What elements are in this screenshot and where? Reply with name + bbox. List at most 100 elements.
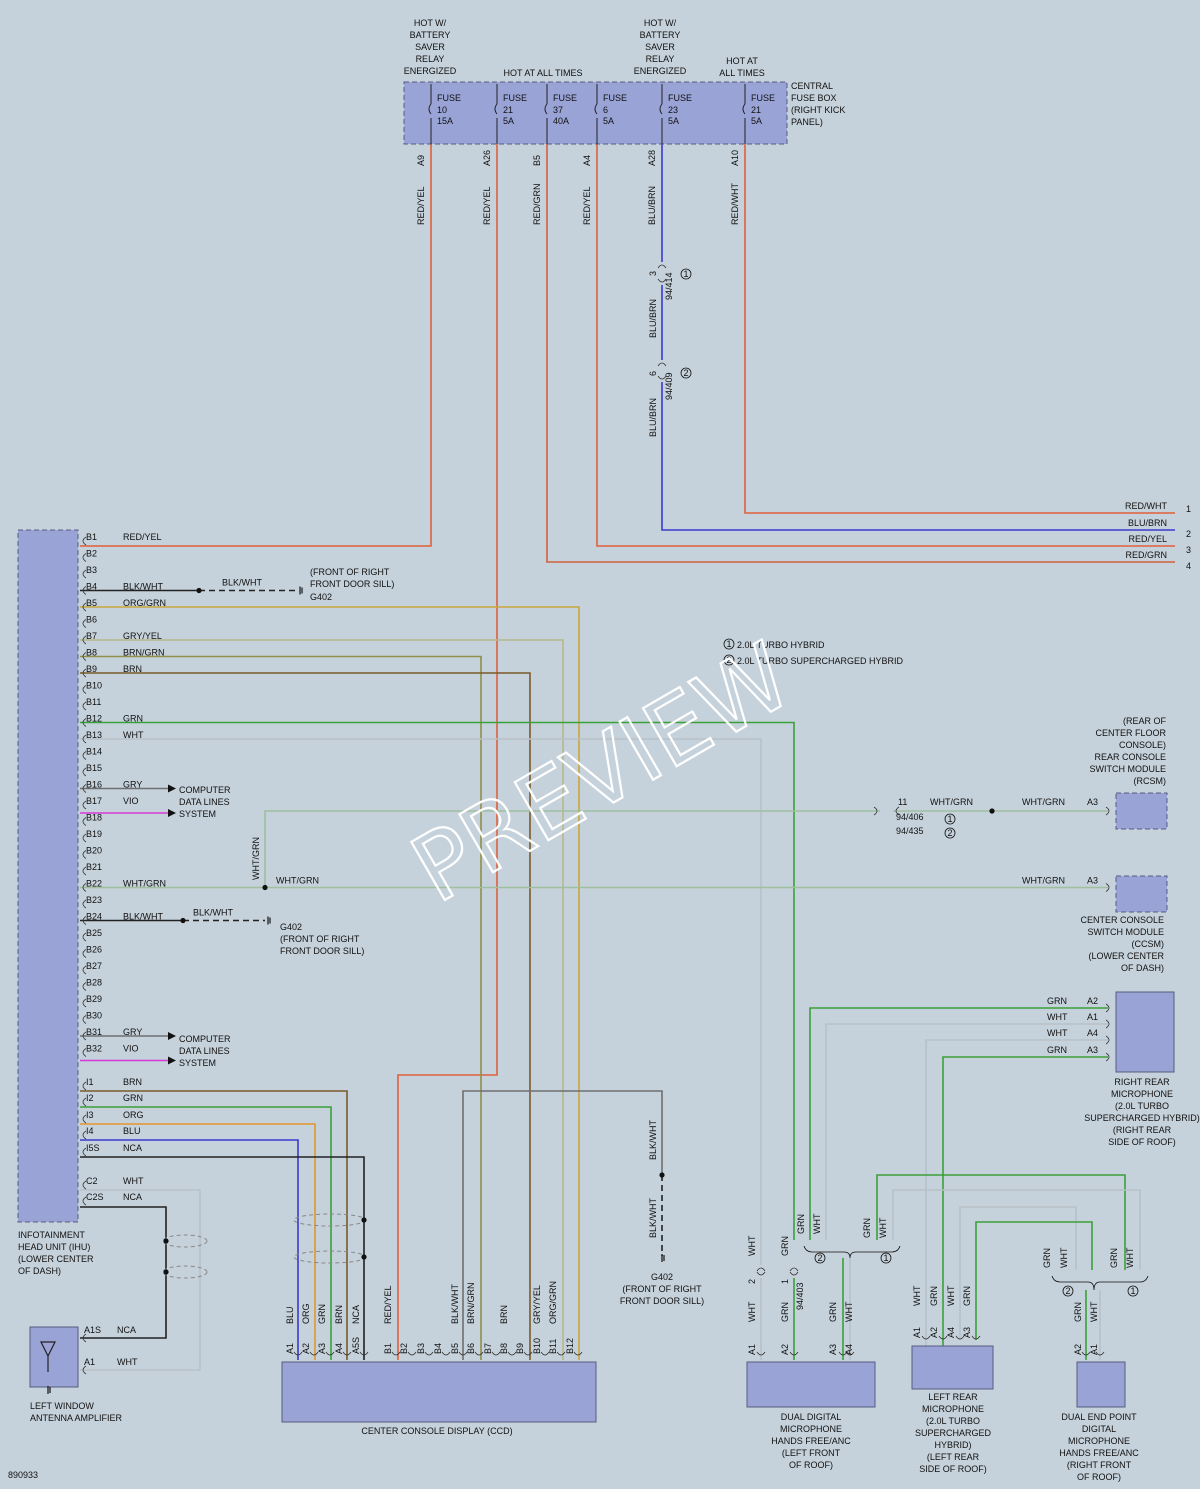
ground-name: G402 bbox=[310, 592, 332, 602]
wire-grn-rr-a3 bbox=[942, 1056, 1108, 1360]
ihu-pin-number: B9 bbox=[86, 664, 97, 674]
ihu-pin bbox=[82, 1081, 87, 1091]
ihu-pin-number: B3 bbox=[86, 565, 97, 575]
ihu-pin-number: B20 bbox=[86, 846, 102, 856]
wire-color-label: GRN bbox=[796, 1214, 806, 1234]
ihu-pin bbox=[82, 685, 87, 694]
ihu-pin-number: C2 bbox=[86, 1176, 98, 1186]
ihu-pin-number: B22 bbox=[86, 879, 102, 889]
fuse-name: FUSE bbox=[603, 93, 627, 103]
ccd-pin-number: A1 bbox=[285, 1343, 295, 1354]
lr-mic-pin bbox=[955, 1335, 965, 1340]
ihu-pin-wire: GRY bbox=[123, 1027, 142, 1037]
option-marker: 2 bbox=[683, 368, 688, 378]
ddm-pin-wire: WHT bbox=[844, 1301, 854, 1322]
ccd-pin-number: A3 bbox=[317, 1343, 327, 1354]
splice-wire-label: WHT/GRN bbox=[276, 876, 319, 886]
ihu-pin-wire: NCA bbox=[123, 1192, 142, 1202]
ihu-pin bbox=[82, 1048, 87, 1057]
inline-connector-pin bbox=[657, 278, 667, 283]
ihu-pin bbox=[82, 718, 87, 727]
fuse-number: 10 bbox=[437, 105, 447, 115]
dual-end-point-microphone bbox=[1076, 1361, 1126, 1408]
ihu-pin bbox=[82, 536, 87, 546]
ihu-pin-number: B30 bbox=[86, 1011, 102, 1021]
ihu-pin-number: B10 bbox=[86, 681, 102, 691]
left-window-antenna-amplifier bbox=[29, 1326, 79, 1388]
ihu-pin bbox=[82, 1196, 87, 1206]
ccd-pin-wire: ORG/GRN bbox=[548, 1281, 558, 1324]
inline-connector-id: 94/435 bbox=[896, 826, 924, 836]
ihu-pin-number: B19 bbox=[86, 829, 102, 839]
antenna-icon bbox=[40, 1341, 56, 1372]
ccd-pin-number: B5 bbox=[450, 1343, 460, 1354]
ihu-pin-wire: WHT bbox=[123, 1176, 144, 1186]
ccd-pin-number: B7 bbox=[483, 1343, 493, 1354]
ihu-pin-number: B13 bbox=[86, 730, 102, 740]
shield-dot bbox=[163, 1269, 169, 1275]
option-marker-circle bbox=[814, 1252, 826, 1264]
inline-connector-pin bbox=[789, 1271, 799, 1276]
inline-connector-pin bbox=[756, 1271, 766, 1276]
rcsm-pin bbox=[1105, 806, 1110, 816]
wire-wht-grn-splice bbox=[264, 810, 880, 888]
ihu-pin-number: B14 bbox=[86, 747, 102, 757]
wire-blu-brn-out2 bbox=[661, 382, 1175, 531]
rr-mic-pin bbox=[1105, 1035, 1110, 1045]
ihu-pin-wire: ORG bbox=[123, 1110, 144, 1120]
ccd-pin-number: B10 bbox=[532, 1338, 542, 1354]
ccd-pin-wire: BRN bbox=[499, 1305, 509, 1324]
ihu-pin-wire: RED/YEL bbox=[123, 532, 162, 542]
ihu-pin bbox=[82, 1097, 87, 1107]
shield-icon bbox=[162, 1234, 208, 1248]
option-marker-circle bbox=[723, 654, 735, 666]
output-wire-color: RED/GRN bbox=[1125, 550, 1167, 560]
ihu-pin bbox=[82, 734, 87, 744]
ccd-pin-wire: NCA bbox=[351, 1305, 361, 1324]
wire-color-label: GRN bbox=[862, 1218, 872, 1238]
fuse-wire-color: RED/YEL bbox=[482, 186, 492, 225]
ihu-pin bbox=[82, 866, 87, 876]
ihu-pin bbox=[82, 1114, 87, 1124]
ccd-pin-number: B2 bbox=[399, 1343, 409, 1354]
ddm-pin bbox=[789, 1351, 799, 1356]
inline-connector-pin bbox=[756, 1267, 766, 1272]
ihu-pin bbox=[82, 767, 87, 777]
ihu-pin-number: I1 bbox=[86, 1077, 94, 1087]
antenna-pin-number: A1S bbox=[84, 1325, 101, 1335]
rr-mic-pin-number: A3 bbox=[1087, 1045, 1098, 1055]
header-hot-all-times-1: HOT AT ALL TIMES bbox=[503, 68, 582, 78]
wire-color-label: BLU/BRN bbox=[648, 299, 658, 338]
wire-color-label: GRN bbox=[1109, 1248, 1119, 1268]
ihu-pin-number: B32 bbox=[86, 1044, 102, 1054]
wire-brn-grn-b8 bbox=[80, 655, 482, 1360]
wire-grn-i2 bbox=[80, 1106, 332, 1360]
wire-color-label: WHT bbox=[1125, 1247, 1135, 1268]
rcsm-pin-number: A3 bbox=[1087, 797, 1098, 807]
ihu-pin-wire: GRY/YEL bbox=[123, 631, 162, 641]
wire-color-label: BLU/BRN bbox=[648, 398, 658, 437]
dep-pin bbox=[1095, 1351, 1105, 1356]
fuse-rating: 15A bbox=[437, 116, 453, 126]
ccd-label: CENTER CONSOLE DISPLAY (CCD) bbox=[361, 1426, 512, 1436]
ihu-pin-number: I4 bbox=[86, 1126, 94, 1136]
option-marker-circle bbox=[944, 827, 956, 839]
rr-mic-pin-wire: WHT bbox=[1047, 1028, 1068, 1038]
fuse-name: FUSE bbox=[751, 93, 775, 103]
splice-dot bbox=[989, 808, 995, 814]
wires-layer bbox=[80, 144, 1175, 1371]
fuse-number: 21 bbox=[503, 105, 513, 115]
rr-mic-pin-wire: GRN bbox=[1047, 996, 1067, 1006]
wire-red-yel-out3 bbox=[596, 144, 1175, 547]
ddm-pin-number: A3 bbox=[828, 1344, 838, 1355]
ihu-pin-number: B1 bbox=[86, 532, 97, 542]
ihu-pin-number: B11 bbox=[86, 697, 101, 707]
shield-dot bbox=[361, 1217, 367, 1223]
ccd-pin-number: B9 bbox=[515, 1343, 525, 1354]
lr-mic-pin-wire: WHT bbox=[946, 1285, 956, 1306]
antenna-pin-number: A1 bbox=[84, 1357, 95, 1367]
